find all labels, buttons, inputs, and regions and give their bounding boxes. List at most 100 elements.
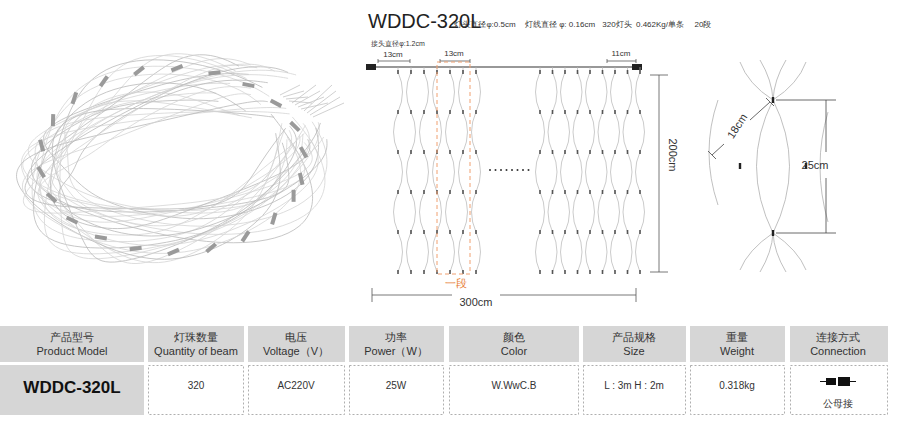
bulb bbox=[397, 150, 399, 154]
data-cell bbox=[450, 366, 579, 415]
bulb bbox=[602, 150, 604, 154]
wire-end bbox=[295, 91, 320, 105]
bulb bbox=[410, 190, 412, 194]
table-header: 产品规格 bbox=[612, 331, 656, 343]
ellipsis-dot bbox=[511, 169, 513, 171]
bulb-holder bbox=[99, 75, 109, 87]
wire-strand bbox=[60, 101, 319, 259]
bulb bbox=[639, 230, 641, 234]
bulb bbox=[397, 270, 399, 274]
bulb bbox=[449, 110, 451, 114]
bulb-holder bbox=[270, 99, 282, 108]
bulb bbox=[552, 110, 554, 114]
bulb bbox=[397, 110, 399, 114]
light-strand bbox=[407, 67, 416, 272]
bulb bbox=[539, 270, 541, 274]
table-header: Voltage（V） bbox=[263, 345, 329, 357]
bulb-holder bbox=[241, 230, 251, 242]
wire-end bbox=[313, 103, 344, 117]
bulb bbox=[423, 190, 425, 194]
ellipsis-dot bbox=[522, 169, 524, 171]
wire-end bbox=[298, 97, 324, 107]
bulb bbox=[589, 190, 591, 194]
data-cell bbox=[249, 366, 345, 415]
mesh-strand bbox=[773, 233, 806, 270]
table-header: 重量 bbox=[726, 331, 748, 343]
bulb bbox=[577, 70, 579, 74]
bulb bbox=[539, 230, 541, 234]
wire-end bbox=[310, 97, 340, 115]
bulb bbox=[589, 270, 591, 274]
dimension-line bbox=[650, 75, 668, 272]
light-strand bbox=[561, 67, 570, 272]
light-strand bbox=[598, 67, 607, 272]
bulb bbox=[475, 70, 477, 74]
ellipsis-dot bbox=[489, 169, 491, 171]
bulb bbox=[627, 110, 629, 114]
bulb bbox=[639, 190, 641, 194]
bulb bbox=[410, 230, 412, 234]
bulb bbox=[614, 110, 616, 114]
light-strand bbox=[586, 67, 595, 272]
ellipsis-dot bbox=[506, 169, 508, 171]
light-strand bbox=[536, 67, 545, 272]
dimension-label: 300cm bbox=[459, 296, 492, 308]
mesh-strand bbox=[740, 62, 773, 100]
table-cell: 25W bbox=[386, 380, 407, 391]
dimension-label: 200cm bbox=[667, 138, 679, 171]
wire-end bbox=[280, 85, 300, 95]
table-cell: WDDC-320L bbox=[23, 379, 120, 398]
table-header: Connection bbox=[810, 345, 866, 357]
bulb bbox=[410, 150, 412, 154]
table-cell: L : 3m H : 2m bbox=[604, 380, 664, 391]
dimension-label: 13cm bbox=[444, 50, 464, 59]
net-light-drawing bbox=[366, 59, 668, 302]
table-cell: 320 bbox=[188, 380, 205, 391]
mesh-strand bbox=[773, 62, 806, 100]
ellipsis-dot bbox=[528, 169, 530, 171]
bulb bbox=[462, 230, 464, 234]
mesh-strand bbox=[757, 60, 774, 272]
bulb bbox=[614, 70, 616, 74]
table-header: 连接方式 bbox=[816, 331, 860, 343]
connector-icon bbox=[826, 378, 836, 385]
bulb bbox=[602, 110, 604, 114]
bulb bbox=[589, 150, 591, 154]
bulb bbox=[614, 190, 616, 194]
bulb-holder bbox=[299, 146, 308, 158]
bulb bbox=[423, 270, 425, 274]
bulb bbox=[614, 150, 616, 154]
bulb bbox=[539, 110, 541, 114]
table-header: 功率 bbox=[385, 331, 407, 343]
bulb bbox=[552, 190, 554, 194]
bulb bbox=[449, 190, 451, 194]
bulb bbox=[589, 230, 591, 234]
bulb-holder bbox=[292, 190, 296, 202]
table-cell: 0.318kg bbox=[719, 380, 755, 391]
table-header: 灯珠数量 bbox=[174, 331, 218, 343]
header-cell bbox=[0, 326, 144, 362]
bulb-holder bbox=[95, 235, 107, 241]
dimension-line bbox=[708, 98, 774, 159]
table-header: Color bbox=[501, 345, 527, 357]
bulb bbox=[397, 230, 399, 234]
header-cell bbox=[690, 326, 785, 362]
dimension-label: 25cm bbox=[802, 159, 829, 171]
bulb bbox=[589, 70, 591, 74]
bulb bbox=[423, 230, 425, 234]
bulb bbox=[475, 270, 477, 274]
table-cell: 公母接 bbox=[823, 398, 853, 409]
bulb bbox=[639, 70, 641, 74]
bulb-holder bbox=[66, 216, 79, 225]
bulb bbox=[627, 70, 629, 74]
light-strand bbox=[623, 67, 632, 272]
bulb bbox=[627, 230, 629, 234]
table-cell: W.WwC.B bbox=[492, 380, 537, 391]
wire-strand bbox=[37, 70, 305, 216]
bulb bbox=[397, 70, 399, 74]
bulb bbox=[475, 190, 477, 194]
dimension-label: 11cm bbox=[612, 50, 631, 59]
data-cell bbox=[149, 366, 244, 415]
bulb-holder bbox=[289, 121, 300, 132]
